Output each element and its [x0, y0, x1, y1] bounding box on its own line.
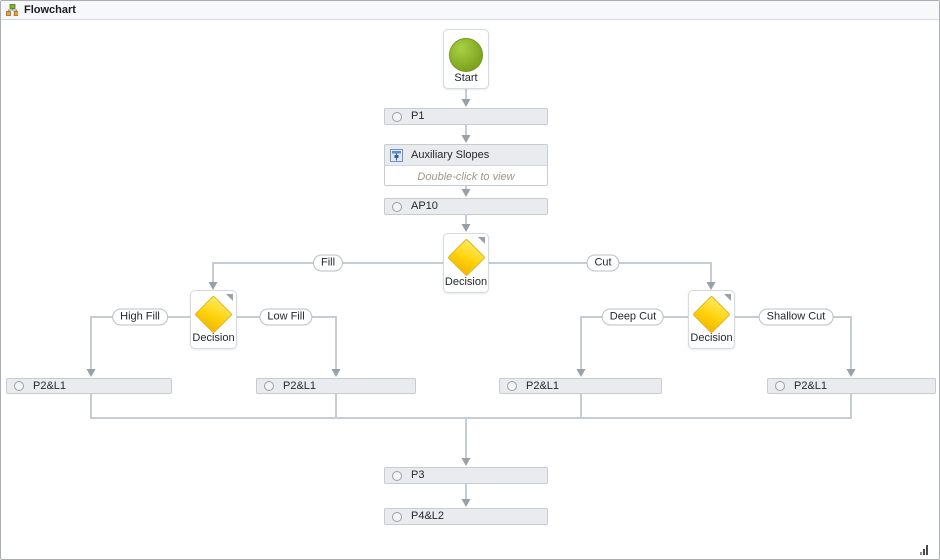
collapse-corner-icon: [478, 237, 485, 244]
circle-icon: [264, 381, 274, 391]
decision-node-label: Decision: [444, 276, 488, 288]
circle-icon: [507, 381, 517, 391]
flowchart-icon: [6, 4, 18, 16]
process-node-p2l1-low-fill[interactable]: P2&L1: [256, 378, 416, 394]
process-node-label: P2&L1: [33, 379, 67, 392]
subchart-icon: [390, 148, 403, 162]
subchart-node-auxiliary-slopes[interactable]: Auxiliary Slopes Double-click to view: [384, 144, 548, 186]
process-node-label: P3: [411, 469, 425, 481]
process-node-p2l1-shallow-cut[interactable]: P2&L1: [767, 378, 936, 394]
decision-diamond-icon: [446, 238, 486, 277]
process-node-label: P2&L1: [794, 379, 828, 392]
collapse-corner-icon: [724, 294, 731, 301]
decision-diamond-icon: [194, 295, 233, 334]
process-node-p1[interactable]: P1: [384, 108, 548, 125]
collapse-corner-icon: [226, 294, 233, 301]
circle-icon: [392, 511, 402, 522]
window-title: Flowchart: [24, 4, 76, 16]
process-node-p2l1-deep-cut[interactable]: P2&L1: [499, 378, 662, 394]
title-bar: Flowchart: [1, 1, 939, 20]
decision-node-main[interactable]: Decision: [443, 233, 489, 293]
process-node-label: P1: [411, 110, 425, 122]
process-node-p2l1-high-fill[interactable]: P2&L1: [6, 378, 172, 394]
process-node-p3[interactable]: P3: [384, 467, 548, 484]
branch-label-shallow-cut[interactable]: Shallow Cut: [758, 308, 834, 326]
process-node-label: P2&L1: [526, 379, 560, 392]
start-circle-icon: [449, 38, 483, 72]
start-node-label: Start: [454, 72, 478, 84]
branch-label-fill[interactable]: Fill: [312, 254, 344, 272]
decision-node-label: Decision: [690, 332, 733, 344]
branch-label-deep-cut[interactable]: Deep Cut: [601, 308, 665, 326]
decision-node-fill[interactable]: Decision: [190, 290, 237, 349]
process-node-label: AP10: [411, 200, 438, 212]
decision-node-cut[interactable]: Decision: [688, 290, 735, 349]
process-node-ap10[interactable]: AP10: [384, 198, 548, 215]
start-node[interactable]: Start: [443, 29, 489, 89]
process-node-label: P2&L1: [283, 379, 317, 392]
branch-label-high-fill[interactable]: High Fill: [112, 308, 168, 326]
circle-icon: [392, 111, 402, 122]
circle-icon: [14, 381, 24, 391]
process-node-p4l2[interactable]: P4&L2: [384, 508, 548, 525]
resize-grip-icon[interactable]: [920, 544, 934, 555]
decision-diamond-icon: [692, 295, 731, 334]
circle-icon: [775, 381, 785, 391]
subchart-label: Auxiliary Slopes: [411, 148, 490, 161]
branch-label-low-fill[interactable]: Low Fill: [259, 308, 313, 326]
branch-label-cut[interactable]: Cut: [586, 254, 620, 272]
subchart-header: Auxiliary Slopes: [385, 145, 547, 166]
subchart-hint-text: Double-click to view: [417, 170, 515, 183]
decision-node-label: Decision: [192, 332, 235, 344]
process-node-label: P4&L2: [411, 510, 445, 522]
circle-icon: [392, 470, 402, 481]
circle-icon: [392, 201, 402, 212]
